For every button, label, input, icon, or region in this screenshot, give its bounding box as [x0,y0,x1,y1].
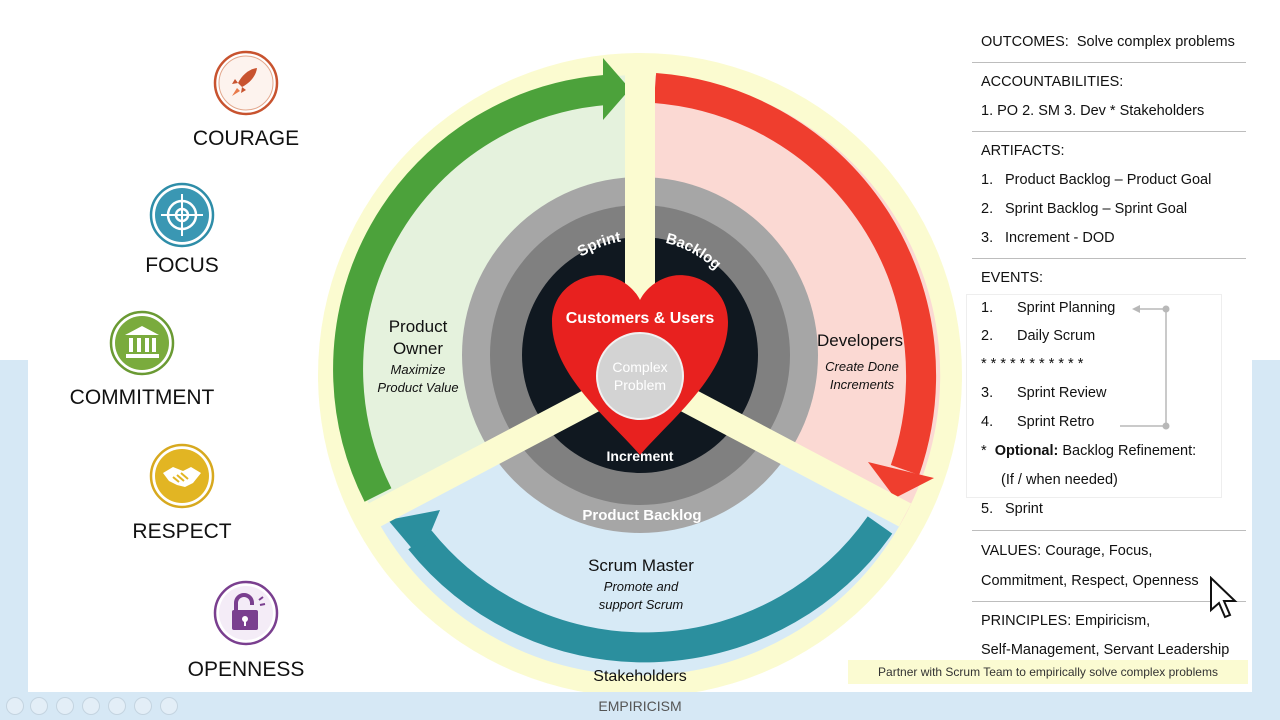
value-label-focus: FOCUS [145,254,219,277]
slides-grid-button[interactable] [82,697,100,715]
product-owner-sub-1: Maximize [391,362,446,377]
scrum-master-title: Scrum Master [588,556,694,575]
partner-banner: Partner with Scrum Team to empirically s… [848,660,1248,684]
optional-row: * Optional: Backlog Refinement: [981,443,1197,459]
value-label-courage: COURAGE [192,127,300,150]
green-arrow-arc [333,75,607,502]
center-line2: Problem [614,377,666,393]
product-owner-title-1: Product [389,317,448,336]
red-arrow-arc [653,73,937,475]
event-item: 4.Sprint Retro [981,414,1095,430]
event-item: 5.Sprint [981,501,1043,517]
handshake-icon [149,443,215,509]
divider [972,601,1246,602]
event-item: 1.Sprint Planning [981,300,1116,316]
divider [972,258,1246,259]
developers-title: Developers [817,331,903,350]
ring-label-increment: Increment [607,448,674,464]
artifact-item: 2.Sprint Backlog – Sprint Goal [981,201,1188,217]
developers-sub-1: Create Done [825,359,899,374]
zoom-button[interactable] [108,697,126,715]
principles-row: PRINCIPLES: Empiricism, [981,613,1151,629]
value-label-respect: RESPECT [132,520,232,543]
subtitles-button[interactable] [134,697,152,715]
complex-problem-circle [596,332,684,420]
teal-arrowhead [388,510,440,558]
teal-arrow-arc [408,516,893,663]
events-box [966,294,1222,498]
outcomes-value: Solve complex problems [1076,34,1235,50]
events-bracket [1120,305,1170,430]
outcomes-row: OUTCOMES: Solve complex problems [981,34,1235,50]
event-item: 3.Sprint Review [981,385,1107,401]
accountabilities-value: 1. PO 2. SM 3. Dev * Stakeholders [981,103,1205,119]
next-slide-button[interactable] [30,697,48,715]
artifact-item: 1.Product Backlog – Product Goal [981,172,1212,188]
product-owner-sub-2: Product Value [377,380,458,395]
heart-title: Customers & Users [566,310,715,327]
outcomes-key: OUTCOMES: [981,34,1069,50]
event-item: 2.Daily Scrum [981,328,1096,344]
stars-row: * * * * * * * * * * * [981,356,1084,372]
developers-sub-2: Increments [830,377,895,392]
product-owner-title-2: Owner [393,339,443,358]
divider [972,131,1246,132]
divider [972,530,1246,531]
artifact-item: 3.Increment - DOD [981,230,1115,246]
scrum-master-sub-1: Promote and [604,579,679,594]
artifacts-key: ARTIFACTS: [981,143,1065,159]
green-arrowhead [603,58,630,120]
target-icon [149,182,215,248]
more-options-button[interactable] [160,697,178,715]
scrum-master-sub-2: support Scrum [599,597,684,612]
unlocked-padlock-icon [213,580,279,646]
mouse-cursor-icon [1210,576,1238,619]
principles-line2: Self-Management, Servant Leadership [981,642,1230,658]
pen-tool-button[interactable] [56,697,74,715]
bottom-bar: EMPIRICISM [0,692,1280,720]
optional-note: (If / when needed) [1001,472,1118,488]
accountabilities-key: ACCOUNTABILITIES: [981,74,1124,90]
ring-label-product-backlog: Product Backlog [582,507,701,524]
center-line1: Complex [612,359,667,375]
divider [972,62,1246,63]
red-arrowhead [868,462,934,498]
bank-icon [109,310,175,376]
footer-label: EMPIRICISM [598,698,682,714]
events-key: EVENTS: [981,270,1044,286]
values-row: VALUES: Courage, Focus, [981,543,1153,559]
prev-slide-button[interactable] [6,697,24,715]
rocket-icon [213,50,279,116]
values-line2: Commitment, Respect, Openness [981,573,1199,589]
value-label-commitment: COMMITMENT [69,386,215,409]
stakeholders-label: Stakeholders [593,668,686,685]
value-label-openness: OPENNESS [187,658,305,681]
